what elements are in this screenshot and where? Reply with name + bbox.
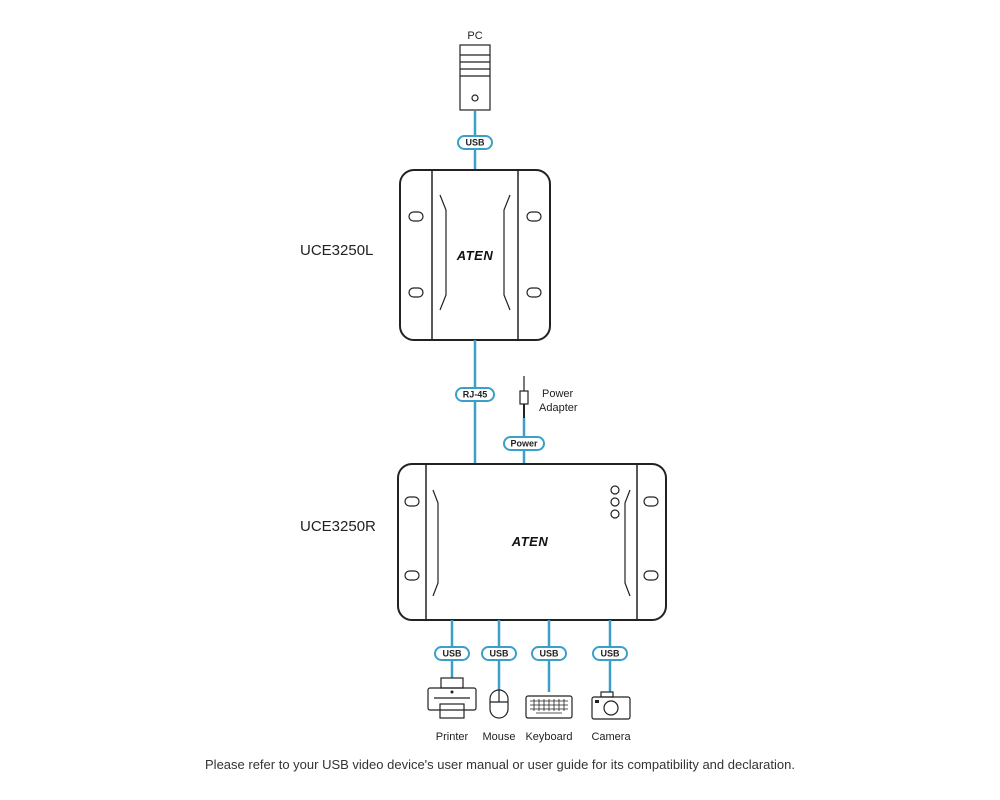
- uce3250r-label: UCE3250R: [300, 518, 376, 535]
- printer-icon: [427, 677, 477, 719]
- svg-text:USB: USB: [539, 649, 559, 659]
- uce3250l-label: UCE3250L: [300, 242, 373, 259]
- peripheral-label-camera: Camera: [591, 731, 631, 743]
- peripheral-label-mouse: Mouse: [482, 731, 515, 743]
- brand-logo: ATEN: [511, 534, 549, 549]
- svg-text:USB: USB: [489, 649, 509, 659]
- peripheral-label-printer: Printer: [436, 731, 469, 743]
- power-adapter-label-line1: Power: [542, 388, 574, 400]
- uce3250r-device: ATEN: [397, 463, 667, 621]
- led-indicator-icon: [610, 485, 620, 495]
- rj45-tag: RJ-45: [455, 387, 495, 402]
- printer-usb-tag: USB: [434, 646, 470, 661]
- power-adapter-label-line2: Adapter: [539, 402, 578, 414]
- keyboard-icon: [525, 695, 573, 719]
- pc-usb-tag: USB: [457, 135, 493, 150]
- led-indicator-icon: [610, 509, 620, 519]
- uce3250l-device: ATEN: [399, 169, 551, 341]
- svg-text:Power: Power: [510, 439, 538, 449]
- keyboard-usb-tag: USB: [531, 646, 567, 661]
- power-adapter-icon: [519, 376, 529, 418]
- camera-usb-tag: USB: [592, 646, 628, 661]
- led-indicator-icon: [610, 497, 620, 507]
- mouse-usb-tag: USB: [481, 646, 517, 661]
- pc-icon: [459, 44, 491, 111]
- brand-logo: ATEN: [456, 248, 494, 263]
- svg-text:USB: USB: [600, 649, 620, 659]
- svg-text:USB: USB: [465, 138, 485, 148]
- camera-icon: [591, 691, 631, 720]
- pc-label: PC: [467, 30, 482, 42]
- peripheral-label-keyboard: Keyboard: [525, 731, 572, 743]
- svg-text:USB: USB: [442, 649, 462, 659]
- power-tag: Power: [503, 436, 545, 451]
- compatibility-footnote: Please refer to your USB video device's …: [205, 757, 795, 772]
- svg-text:RJ-45: RJ-45: [463, 390, 488, 400]
- mouse-icon: [489, 689, 509, 719]
